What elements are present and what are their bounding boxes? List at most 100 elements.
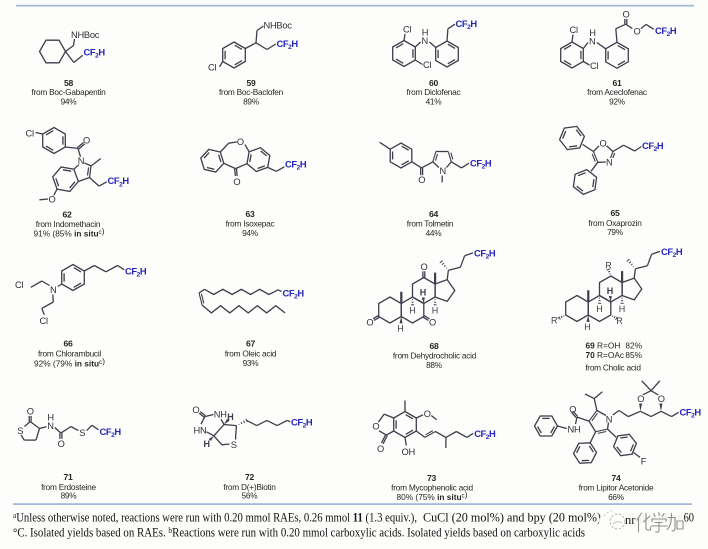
svg-text:from Erdosteine: from Erdosteine (41, 482, 96, 492)
svg-text:N: N (606, 414, 612, 424)
svg-text:N: N (606, 158, 612, 168)
svg-text:from Indomethacin: from Indomethacin (36, 219, 101, 229)
svg-text:O: O (233, 177, 240, 187)
svg-text:CF2H: CF2H (291, 416, 313, 429)
svg-text:H: H (589, 28, 595, 38)
svg-text:O: O (372, 422, 379, 432)
svg-text:from Boc-Gabapentin: from Boc-Gabapentin (31, 87, 106, 97)
svg-text:64: 64 (429, 209, 439, 219)
svg-text:Cl: Cl (40, 316, 48, 326)
svg-text:H: H (397, 324, 403, 334)
svg-text:CF2H: CF2H (125, 266, 147, 279)
svg-text:H: H (420, 288, 426, 298)
svg-text:CF2H: CF2H (470, 158, 492, 171)
svg-text:82%: 82% (625, 341, 642, 351)
svg-text:H: H (584, 322, 590, 332)
svg-text:O: O (634, 26, 641, 36)
svg-text:from Oleic acid: from Oleic acid (225, 348, 277, 358)
svg-text:from Boc-Baclofen: from Boc-Baclofen (219, 87, 284, 97)
svg-text:S: S (17, 426, 23, 436)
svg-text:CF2H: CF2H (100, 426, 122, 439)
svg-text:from Tolmetin: from Tolmetin (407, 219, 454, 229)
svg-text:O: O (418, 175, 425, 185)
svg-text:60: 60 (429, 78, 439, 88)
svg-text:63: 63 (245, 209, 255, 219)
svg-text:NHBoc: NHBoc (71, 30, 100, 40)
svg-text:O: O (424, 409, 431, 419)
svg-text:79%: 79% (607, 227, 624, 237)
svg-text:68: 68 (429, 341, 439, 351)
svg-text:N: N (78, 156, 84, 166)
svg-text:94%: 94% (61, 97, 78, 107)
svg-text:61: 61 (612, 78, 622, 88)
svg-text:N: N (440, 166, 446, 176)
svg-text:H: H (204, 439, 210, 449)
svg-text:from Oxaprozin: from Oxaprozin (588, 218, 642, 228)
svg-text:H: H (596, 304, 602, 314)
svg-text:CF2H: CF2H (283, 288, 305, 301)
svg-text:O: O (377, 444, 384, 454)
svg-text:from Chlorambucil: from Chlorambucil (38, 348, 101, 358)
svg-text:NH: NH (568, 425, 581, 435)
svg-text:O: O (623, 10, 630, 20)
svg-text:Cl: Cl (403, 25, 411, 35)
svg-text:CF2H: CF2H (285, 158, 307, 171)
svg-text:O: O (58, 439, 65, 449)
svg-text:93%: 93% (243, 358, 260, 368)
svg-text:from Lipitor Acetonide: from Lipitor Acetonide (579, 483, 654, 493)
svg-text:Cl: Cl (15, 280, 23, 290)
svg-text:N: N (47, 421, 53, 431)
svg-text:S: S (79, 428, 85, 438)
svg-text:80% (75% in situc): 80% (75% in situc) (397, 489, 468, 502)
svg-text:89%: 89% (61, 491, 78, 501)
svg-text:58: 58 (64, 78, 74, 88)
svg-text:H: H (409, 306, 415, 316)
svg-text:85%: 85% (625, 350, 642, 360)
svg-text:R': R' (551, 316, 559, 326)
svg-text:from Aceclofenac: from Aceclofenac (587, 87, 647, 97)
svg-text:from Cholic acid: from Cholic acid (585, 363, 641, 373)
svg-text:H: H (422, 28, 428, 38)
svg-text:O: O (429, 318, 436, 328)
svg-text:NHBoc: NHBoc (264, 21, 293, 31)
svg-text:67: 67 (246, 339, 256, 349)
svg-text:92%: 92% (609, 97, 626, 107)
svg-text:74: 74 (611, 473, 621, 483)
svg-text:O: O (658, 394, 665, 404)
svg-text:66: 66 (63, 339, 73, 349)
svg-text:O: O (637, 394, 644, 404)
svg-text:56%: 56% (242, 491, 259, 501)
svg-text:69 R=OH: 69 R=OH (586, 341, 621, 351)
svg-text:O: O (49, 195, 56, 205)
svg-text:H: H (432, 306, 438, 316)
svg-text:89%: 89% (243, 97, 260, 107)
svg-text:O: O (366, 318, 373, 328)
svg-text:O: O (569, 405, 576, 415)
svg-text:88%: 88% (426, 360, 443, 370)
svg-text:from Isoxepac: from Isoxepac (226, 219, 275, 229)
svg-text:from Diclofenac: from Diclofenac (407, 87, 461, 97)
svg-text:59: 59 (246, 78, 256, 88)
svg-text:CF2H: CF2H (84, 47, 106, 60)
svg-text:Cl: Cl (423, 60, 431, 70)
svg-text:CF2H: CF2H (680, 407, 702, 420)
svg-text:N: N (50, 285, 56, 295)
svg-text:CF2H: CF2H (474, 428, 496, 441)
svg-text:H: H (47, 413, 53, 423)
svg-text:N: N (422, 36, 428, 46)
svg-text:70 R=OAc: 70 R=OAc (586, 350, 625, 360)
svg-text:CF2H: CF2H (456, 18, 478, 31)
svg-text:72: 72 (245, 472, 255, 482)
svg-text:S: S (231, 440, 237, 450)
svg-text:from Dehydrocholic acid: from Dehydrocholic acid (393, 351, 477, 361)
svg-text:CF2H: CF2H (661, 246, 683, 259)
svg-text:O: O (83, 136, 90, 146)
svg-text:H: H (227, 412, 233, 422)
svg-text:H: H (607, 286, 613, 296)
svg-text:NH: NH (214, 410, 227, 420)
svg-text:66%: 66% (608, 492, 625, 502)
svg-text:from D(+)Biotin: from D(+)Biotin (223, 482, 276, 492)
svg-text:O: O (237, 137, 244, 147)
svg-text:65: 65 (610, 208, 620, 218)
svg-text:Cl: Cl (590, 61, 598, 71)
